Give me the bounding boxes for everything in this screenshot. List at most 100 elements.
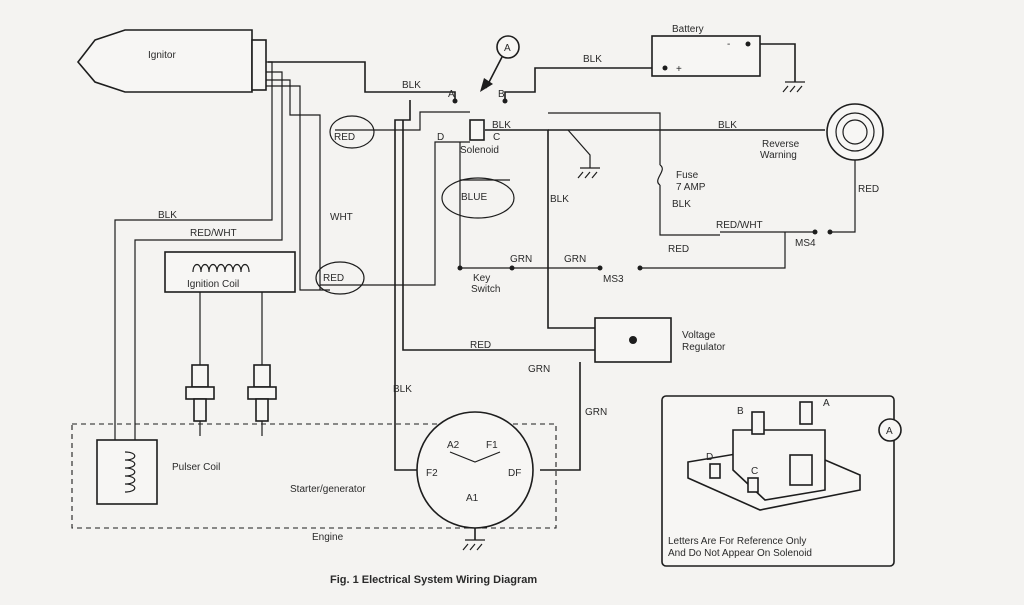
- callout-a-letter: A: [504, 43, 511, 54]
- wire-label-grn: GRN: [585, 407, 607, 418]
- battery: Battery - +: [651, 24, 761, 77]
- ground-icon: [577, 167, 600, 179]
- wire-fuse: [548, 112, 720, 236]
- coil-icon: [192, 263, 250, 273]
- pulser-coil: Pulser Coil: [96, 439, 220, 505]
- wire-ignitor-blk: [114, 61, 273, 445]
- wire-label-blk: BLK: [393, 384, 412, 395]
- pulser-coil-label: Pulser Coil: [172, 462, 220, 473]
- terminal-f1: F1: [486, 440, 498, 451]
- reverse-warning: Reverse Warning: [760, 103, 884, 161]
- inset-callout-letter: A: [886, 426, 893, 437]
- ms4-label: MS4: [795, 238, 816, 249]
- wire-battery-ground: [748, 43, 796, 82]
- wire-ignitor-red-loop: [250, 79, 321, 290]
- wire-label-red-wht: RED/WHT: [716, 220, 763, 231]
- wire-label-red: RED: [858, 184, 879, 195]
- inset-terminal-c: C: [751, 466, 758, 477]
- switch-ms3: MS3: [597, 265, 643, 285]
- solenoid-inset: A B A D C Letters Are For Reference Only…: [661, 395, 902, 567]
- voltage-regulator-label-2: Regulator: [682, 342, 726, 353]
- wire-label-blk: BLK: [672, 199, 691, 210]
- inset-terminal-a: A: [823, 398, 830, 409]
- battery-negative-label: -: [727, 39, 730, 50]
- fuse-label-2: 7 AMP: [676, 182, 706, 193]
- wire-label-blk: BLK: [583, 54, 602, 65]
- voltage-regulator: Voltage Regulator: [594, 317, 726, 363]
- figure-caption: Fig. 1 Electrical System Wiring Diagram: [330, 574, 537, 586]
- annotation-loop: [315, 261, 365, 295]
- wire-c-ground: [567, 129, 591, 168]
- voltage-regulator-label-1: Voltage: [682, 330, 716, 341]
- terminal-d: D: [437, 132, 444, 143]
- engine-label: Engine: [312, 532, 344, 543]
- wire-label-blue: BLUE: [461, 192, 487, 203]
- wire-blk-main: [394, 100, 418, 471]
- wire-label-blk: BLK: [718, 120, 737, 131]
- wire-blk-c-regulator: [485, 129, 595, 329]
- wire-ms4-ms3: [640, 232, 786, 269]
- reverse-warning-label-2: Warning: [760, 150, 797, 161]
- terminal-c: C: [493, 132, 500, 143]
- terminal-a1: A1: [466, 493, 479, 504]
- annotation-loop: [329, 115, 375, 149]
- wire-label-grn: GRN: [510, 254, 532, 265]
- key-switch-label-1: Key: [473, 273, 490, 284]
- wire-ignitor-to-a: [268, 61, 456, 100]
- wire-label-blk: BLK: [492, 120, 511, 131]
- wire-label-red-wht: RED/WHT: [190, 228, 237, 239]
- battery-positive-label: +: [676, 64, 682, 75]
- wire-label-red: RED: [323, 273, 344, 284]
- switch-ms4: MS4: [795, 229, 833, 249]
- coil-icon: [124, 451, 136, 493]
- wire-label-red: RED: [668, 244, 689, 255]
- wire-label-grn: GRN: [528, 364, 550, 375]
- callout-a: A: [480, 35, 520, 92]
- wire-red-coil-to-d: [320, 141, 470, 286]
- ignitor: Ignitor: [76, 29, 267, 93]
- solenoid-illustration: [687, 401, 861, 511]
- wire-label-blk: BLK: [402, 80, 421, 91]
- wire-label-blk: BLK: [550, 194, 569, 205]
- spark-plug: [247, 364, 277, 436]
- battery-label: Battery: [672, 24, 704, 35]
- spark-plug: [185, 364, 215, 436]
- terminal-a2: A2: [447, 440, 460, 451]
- engine-outline: [71, 423, 557, 529]
- terminal-f2: F2: [426, 468, 438, 479]
- inset-note-line-2: And Do Not Appear On Solenoid: [668, 548, 812, 559]
- starter-generator: A2 F1 F2 DF A1 Starter/generator: [290, 411, 534, 529]
- solenoid: Solenoid A B C D: [437, 89, 508, 156]
- wire-label-red: RED: [470, 340, 491, 351]
- wire-reverse-red: [830, 152, 856, 233]
- wire-battery-to-b: [504, 67, 665, 100]
- fuse: Fuse 7 AMP: [657, 164, 706, 193]
- wire-ignitor-wht: [250, 85, 330, 291]
- wire-grn-df: [540, 362, 581, 471]
- ground-icon: [782, 81, 805, 93]
- wire-label-wht: WHT: [330, 212, 353, 223]
- wire-label-grn: GRN: [564, 254, 586, 265]
- terminal-a: A: [448, 89, 455, 100]
- annotation-loop: [441, 177, 515, 219]
- wire-label-red: RED: [334, 132, 355, 143]
- ignition-coil: Ignition Coil: [164, 251, 296, 293]
- wire-red-regulator: [402, 120, 595, 351]
- wire-red-upper: [335, 111, 470, 131]
- key-switch-label-2: Switch: [471, 284, 500, 295]
- key-switch: Key Switch: [457, 265, 515, 295]
- starter-generator-label: Starter/generator: [290, 484, 366, 495]
- wire-ignitor-red-wht: [134, 71, 283, 445]
- ignitor-label: Ignitor: [148, 50, 176, 61]
- wire-label-blk: BLK: [158, 210, 177, 221]
- terminal-b: B: [498, 89, 505, 100]
- terminal-df: DF: [508, 468, 521, 479]
- ground-icon: [462, 539, 485, 551]
- reverse-warning-label-1: Reverse: [762, 139, 800, 150]
- ms3-label: MS3: [603, 274, 624, 285]
- solenoid-label: Solenoid: [460, 145, 499, 156]
- inset-note-line-1: Letters Are For Reference Only: [668, 536, 806, 547]
- inset-terminal-b: B: [737, 406, 744, 417]
